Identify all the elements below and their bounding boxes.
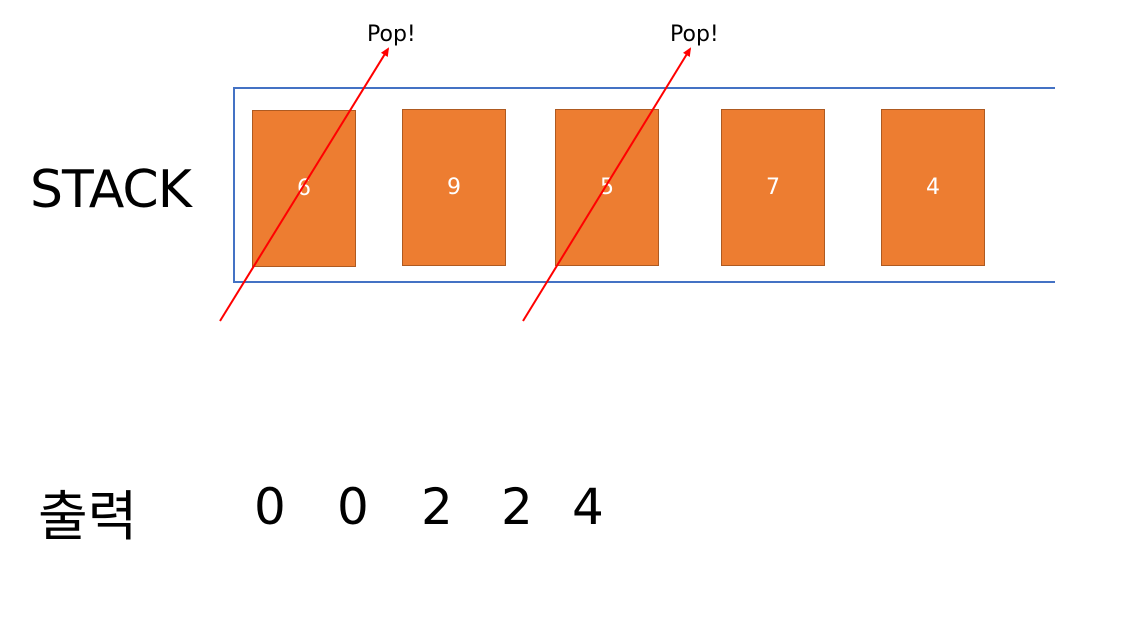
stack-item-4: 7	[721, 109, 825, 266]
output-value-4: 2	[501, 478, 533, 536]
output-value-3: 2	[421, 478, 453, 536]
output-label: 출력	[38, 485, 138, 548]
stack-frame	[233, 87, 1055, 283]
output-value-1: 0	[254, 478, 286, 536]
pop-label-1: Pop!	[367, 22, 416, 47]
stack-item-5: 4	[881, 109, 985, 266]
stack-item-2: 9	[402, 109, 506, 266]
pop-arrow-1	[219, 47, 390, 322]
output-value-5: 4	[572, 478, 604, 536]
stack-label: STACK	[30, 160, 192, 220]
output-value-2: 0	[337, 478, 369, 536]
pop-arrow-2	[522, 47, 692, 322]
pop-label-2: Pop!	[670, 22, 719, 47]
